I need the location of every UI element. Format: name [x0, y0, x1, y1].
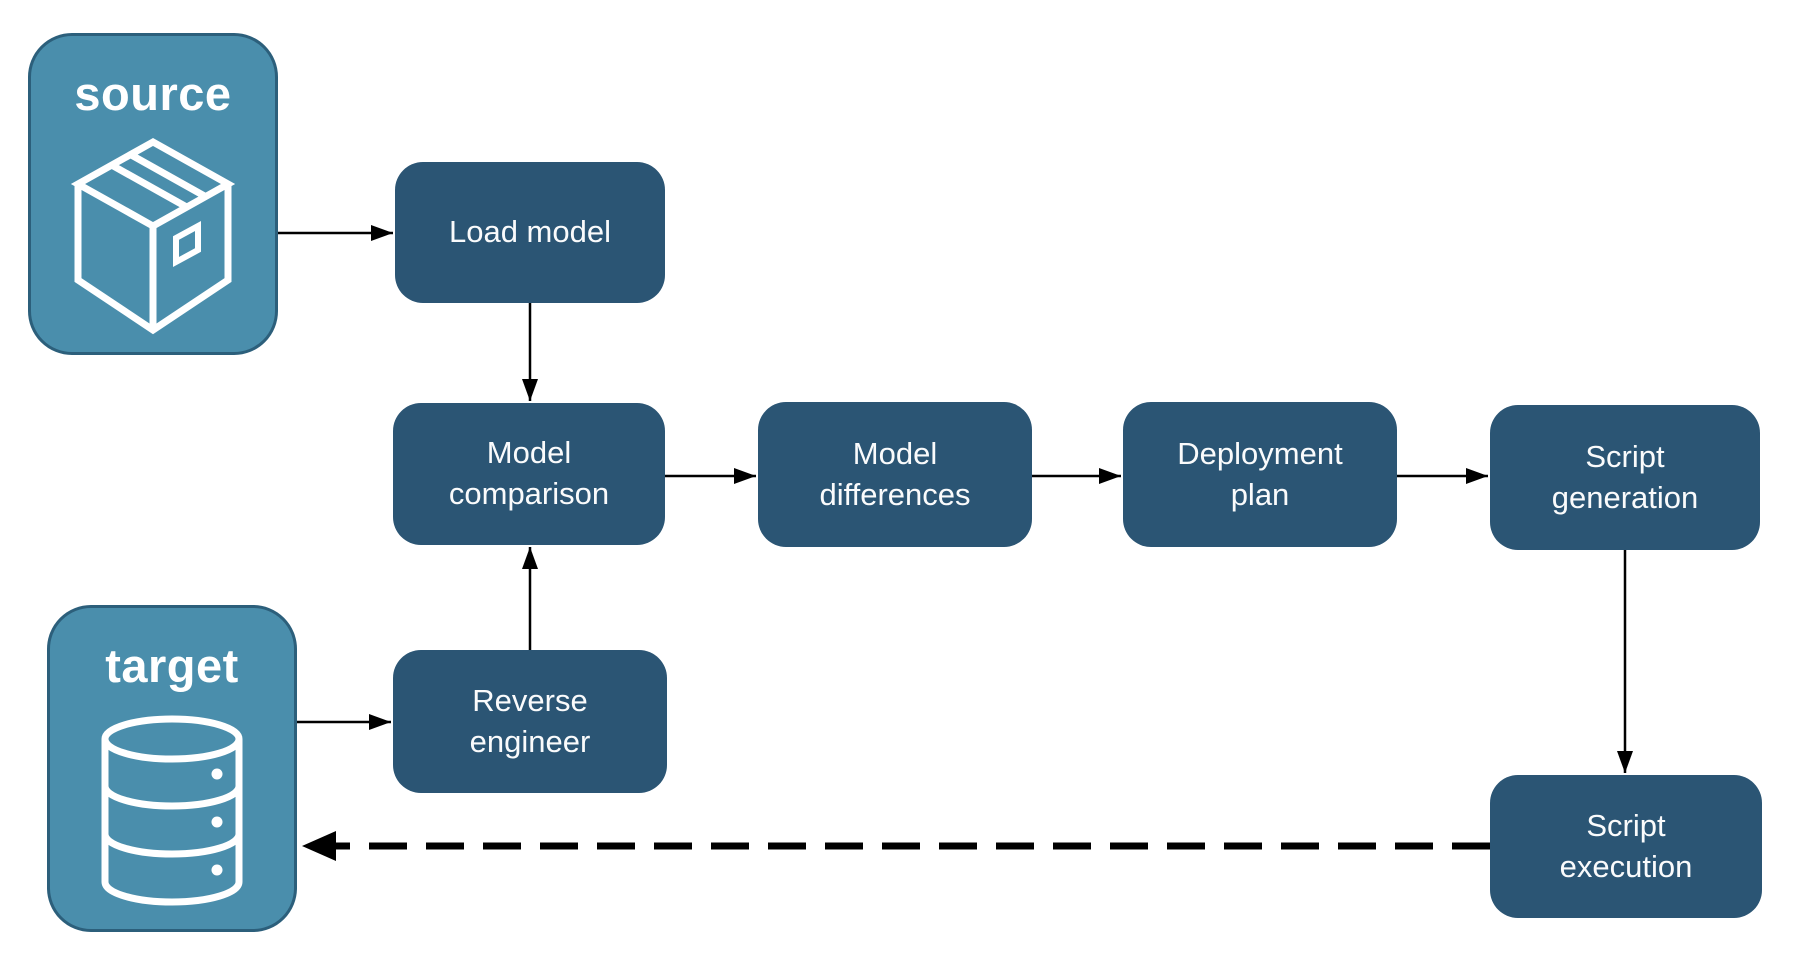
node-load-model: Load model — [395, 162, 665, 303]
model-differences-label: Model differences — [819, 435, 971, 512]
node-script-execution: Script execution — [1490, 775, 1762, 918]
deployment-plan-label: Deployment plan — [1177, 435, 1343, 512]
script-execution-label: Script execution — [1559, 807, 1693, 884]
load-model-label: Load model — [448, 214, 611, 250]
database-icon — [50, 693, 294, 929]
model-comparison-label: Model comparison — [448, 435, 610, 511]
node-source: source — [28, 33, 278, 355]
node-model-differences: Model differences — [758, 402, 1032, 547]
node-model-comparison: Model comparison — [393, 403, 665, 545]
node-reverse-engineer: Reverse engineer — [393, 650, 667, 793]
package-icon — [31, 121, 275, 352]
source-label: source — [74, 67, 232, 120]
node-deployment-plan: Deployment plan — [1123, 402, 1397, 547]
node-target: target — [47, 605, 297, 932]
reverse-engineer-label: Reverse engineer — [469, 682, 591, 759]
script-generation-label: Script generation — [1551, 438, 1699, 515]
target-label: target — [105, 639, 239, 692]
node-script-generation: Script generation — [1490, 405, 1760, 550]
